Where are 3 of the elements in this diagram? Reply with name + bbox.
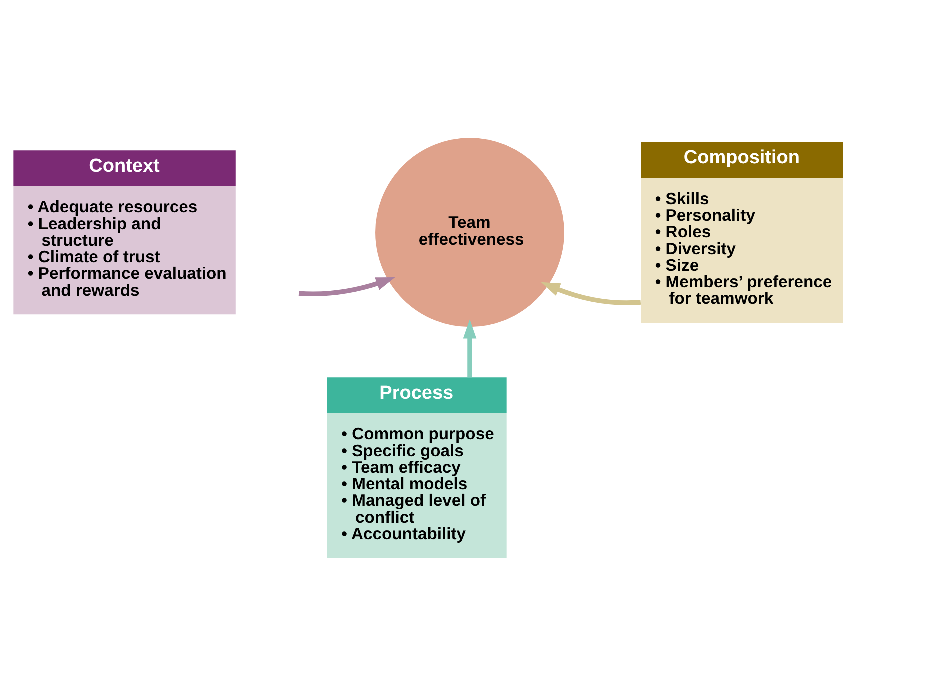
arrow [541, 282, 642, 305]
arrow [463, 319, 477, 377]
arrow [298, 277, 396, 296]
